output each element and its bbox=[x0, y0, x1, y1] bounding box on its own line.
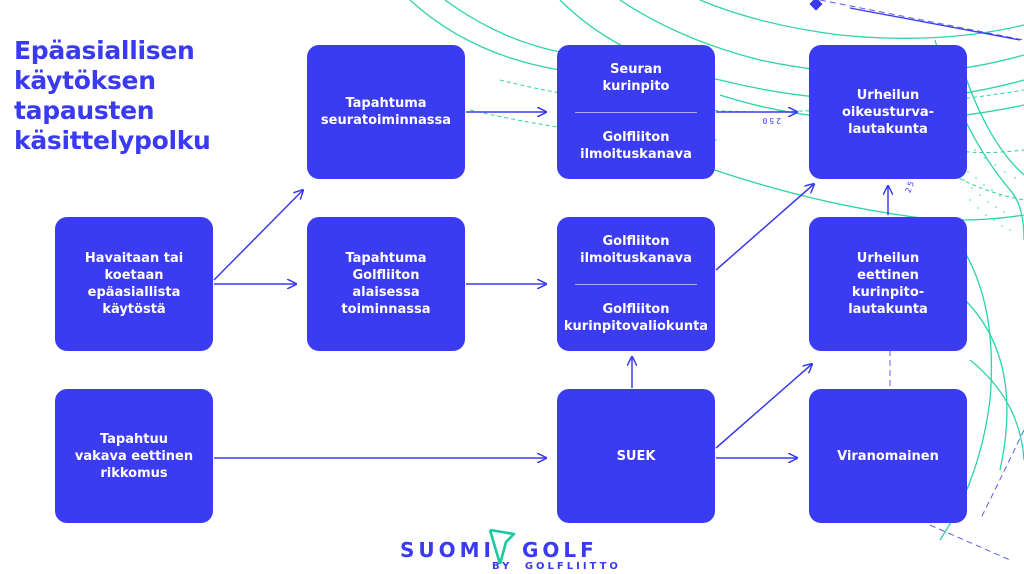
page-title: Epäasiallisen käytöksen tapausten käsitt… bbox=[14, 36, 211, 155]
box-tapahtuma-seura: Tapahtuma seuratoiminnassa bbox=[307, 45, 465, 179]
logo-sub-by: BY bbox=[492, 561, 513, 572]
map-label-250: 250 bbox=[761, 116, 781, 125]
suomigolf-logo: SUOMI GOLF BY GOLFLIITTO bbox=[400, 528, 630, 574]
box-eettinen-kurinpitolautakunta: Urheilun eettinen kurinpito- lautakunta bbox=[809, 217, 967, 351]
arrow-ilmoitus-to-oikeusturva bbox=[715, 184, 814, 271]
box-tapahtuma-golfliitto: Tapahtuma Golfliiton alaisessa toiminnas… bbox=[307, 217, 465, 351]
box-kurinpitovaliokunta: Golfliiton kurinpitovaliokunta bbox=[563, 302, 709, 334]
box-ilmoituskanava-2: Golfliiton ilmoituskanava bbox=[580, 234, 692, 266]
box-viranomainen: Viranomainen bbox=[809, 389, 967, 523]
box-divider bbox=[575, 112, 697, 113]
arrow-suek-to-eettinen bbox=[715, 364, 812, 449]
arrow-havaitaan-to-seura bbox=[213, 190, 303, 281]
box-vakava-rikkomus: Tapahtuu vakava eettinen rikkomus bbox=[55, 389, 213, 523]
logo-sub-golfliitto: GOLFLIITTO bbox=[524, 561, 621, 572]
box-seuran-kurinpito: Seuran kurinpito bbox=[602, 62, 670, 94]
logo-text-right: GOLF bbox=[522, 538, 598, 562]
box-seuran-kurinpito-group: Seuran kurinpito Golfliiton ilmoituskana… bbox=[557, 45, 715, 179]
map-label-25: 25 bbox=[904, 178, 917, 194]
logo-text-left: SUOMI bbox=[400, 538, 495, 562]
flag-icon bbox=[488, 528, 516, 565]
box-suek: SUEK bbox=[557, 389, 715, 523]
box-ilmoituskanava-1: Golfliiton ilmoituskanava bbox=[580, 130, 692, 162]
box-oikeusturvalautakunta: Urheilun oikeusturva- lautakunta bbox=[809, 45, 967, 179]
box-divider bbox=[575, 284, 697, 285]
box-havaitaan: Havaitaan tai koetaan epäasiallista käyt… bbox=[55, 217, 213, 351]
box-ilmoitus-kurinpito-group: Golfliiton ilmoituskanava Golfliiton kur… bbox=[557, 217, 715, 351]
